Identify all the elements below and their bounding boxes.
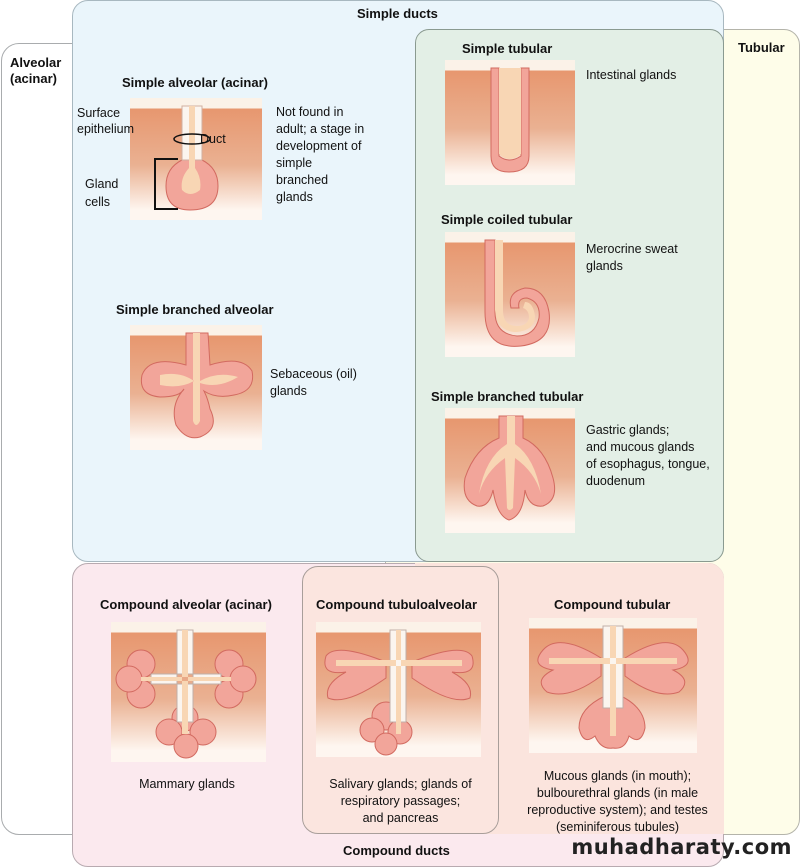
- compound-tubular-example: Mucous glands (in mouth); bulbourethral …: [527, 769, 708, 834]
- compound-tubuloalveolar-title: Compound tubuloalveolar: [316, 597, 478, 612]
- compound-alveolar-diagram: [111, 622, 266, 762]
- simple-tubular-diagram: [445, 60, 575, 185]
- tubular-label: Tubular: [738, 40, 785, 55]
- compound-tubular-title: Compound tubular: [554, 597, 671, 612]
- compound-alveolar-example: Mammary glands: [139, 777, 235, 791]
- compound-tubular-diagram: [529, 618, 697, 753]
- simple-tubular-title: Simple tubular: [462, 41, 553, 56]
- simple-alveolar-example: Not found in adult; a stage in developme…: [276, 105, 365, 204]
- surface-epithelium-annotation: Surface epithelium: [77, 106, 134, 136]
- simple-branched-alveolar-example: Sebaceous (oil) glands: [270, 367, 357, 398]
- simple-tubular-example: Intestinal glands: [586, 68, 677, 82]
- simple-branched-tubular-title: Simple branched tubular: [431, 389, 584, 404]
- compound-tubuloalveolar-example: Salivary glands; glands of respiratory p…: [329, 777, 472, 825]
- simple-alveolar-title: Simple alveolar (acinar): [122, 75, 268, 90]
- gland-cells-bracket: [154, 158, 178, 210]
- simple-branched-tubular-example: Gastric glands; and mucous glands of eso…: [586, 423, 710, 488]
- watermark: muhadharaty.com: [571, 835, 792, 859]
- simple-coiled-tubular-example: Merocrine sweat glands: [586, 242, 678, 273]
- simple-alveolar-diagram: [130, 98, 262, 220]
- simple-coiled-tubular-title: Simple coiled tubular: [441, 212, 573, 227]
- compound-alveolar-title: Compound alveolar (acinar): [100, 597, 272, 612]
- simple-branched-alveolar-diagram: [130, 325, 262, 450]
- compound-tubuloalveolar-diagram: [316, 622, 481, 757]
- simple-ducts-label: Simple ducts: [357, 6, 438, 21]
- alveolar-label: Alveolar (acinar): [10, 55, 62, 86]
- simple-branched-tubular-diagram: [445, 408, 575, 533]
- simple-branched-alveolar-title: Simple branched alveolar: [116, 302, 274, 317]
- simple-coiled-tubular-diagram: [445, 232, 575, 357]
- compound-ducts-label: Compound ducts: [343, 843, 450, 858]
- gland-cells-annotation: Gland cells: [85, 177, 119, 209]
- duct-annotation: Duct: [200, 132, 226, 146]
